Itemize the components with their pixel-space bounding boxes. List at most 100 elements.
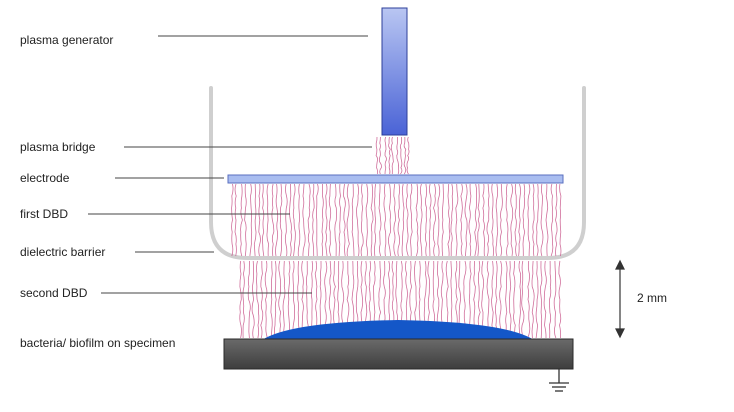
discharge-filament <box>270 260 273 339</box>
discharge-filament <box>540 260 543 339</box>
discharge-filament <box>244 183 247 257</box>
discharge-filament <box>513 260 516 339</box>
discharge-filament <box>397 183 400 257</box>
discharge-filament <box>239 260 242 339</box>
discharge-filament <box>338 183 341 257</box>
discharge-filament <box>474 183 478 257</box>
label-electrode: electrode <box>20 171 70 185</box>
discharge-filament <box>425 183 428 257</box>
discharge-filament <box>258 183 261 257</box>
discharge-filament <box>346 183 350 257</box>
discharge-filament <box>343 183 346 257</box>
discharge-filament <box>527 260 531 339</box>
discharge-filament <box>543 260 547 339</box>
discharge-filament <box>486 183 490 257</box>
discharge-filament <box>535 260 539 339</box>
first-dbd-filaments <box>231 183 562 257</box>
discharge-filament <box>437 183 441 257</box>
discharge-filament <box>555 183 558 257</box>
discharge-filament <box>468 183 472 257</box>
discharge-filament <box>305 260 309 339</box>
discharge-filament <box>356 183 360 257</box>
discharge-filament <box>234 183 237 257</box>
discharge-filament <box>360 183 364 257</box>
discharge-filament <box>508 260 512 339</box>
discharge-filament <box>374 183 377 257</box>
discharge-filament <box>274 260 277 339</box>
plasma-bridge-filaments <box>375 136 410 175</box>
discharge-filament <box>540 183 544 257</box>
label-specimen: bacteria/ biofilm on specimen <box>20 336 175 350</box>
discharge-filament <box>378 183 382 257</box>
discharge-filament <box>432 183 436 257</box>
discharge-filament <box>499 183 503 257</box>
discharge-filament <box>240 183 243 257</box>
discharge-filament <box>264 260 268 339</box>
ground-icon <box>549 369 569 392</box>
discharge-filament <box>441 183 444 257</box>
discharge-filament <box>251 260 255 339</box>
discharge-filament <box>292 183 296 257</box>
gap-arrow <box>615 259 625 339</box>
discharge-filament <box>328 183 332 257</box>
discharge-filament <box>495 260 498 339</box>
discharge-filament <box>545 183 549 257</box>
discharge-filament <box>518 260 522 339</box>
discharge-filament <box>514 183 517 257</box>
label-gap-distance: 2 mm <box>637 291 667 305</box>
label-plasma-bridge: plasma bridge <box>20 140 96 154</box>
discharge-filament <box>405 183 409 257</box>
discharge-filament <box>301 260 304 339</box>
discharge-filament <box>253 183 257 257</box>
label-first-dbd: first DBD <box>20 207 68 221</box>
discharge-filament <box>464 183 468 257</box>
discharge-filament <box>447 183 451 257</box>
discharge-filament <box>247 260 251 339</box>
discharge-filament <box>379 136 382 175</box>
discharge-filament <box>261 183 265 257</box>
discharge-filament <box>390 136 394 175</box>
discharge-filament <box>505 183 509 257</box>
discharge-filament <box>486 260 490 339</box>
discharge-filament <box>527 183 531 257</box>
discharge-filament <box>428 183 432 257</box>
discharge-filament <box>256 260 260 339</box>
discharge-filament <box>491 183 494 257</box>
discharge-filament <box>289 183 292 257</box>
discharge-filament <box>287 260 291 339</box>
discharge-filament <box>558 260 562 339</box>
discharge-filament <box>284 183 288 257</box>
discharge-filament <box>455 183 459 257</box>
discharge-filament <box>351 183 355 257</box>
discharge-filament <box>491 260 494 339</box>
discharge-filament <box>321 183 324 257</box>
discharge-filament <box>415 183 419 257</box>
discharge-filament <box>365 183 369 257</box>
discharge-filament <box>548 260 552 339</box>
label-second-dbd: second DBD <box>20 286 88 300</box>
specimen-plate <box>223 338 574 370</box>
discharge-filament <box>297 183 301 257</box>
discharge-filament <box>510 183 514 257</box>
discharge-filament <box>499 260 503 339</box>
discharge-filament <box>482 183 486 257</box>
discharge-filament <box>279 183 283 257</box>
label-plasma-generator: plasma generator <box>20 33 113 47</box>
plasma-generator-shape <box>381 7 408 136</box>
discharge-filament <box>403 136 407 175</box>
discharge-filament <box>522 183 526 257</box>
discharge-filament <box>310 260 313 339</box>
biofilm-shape <box>262 320 534 340</box>
discharge-filament <box>396 136 400 175</box>
discharge-filament <box>231 183 234 257</box>
discharge-filament <box>325 183 328 257</box>
discharge-filament <box>282 260 286 339</box>
label-dielectric-barrier: dielectric barrier <box>20 245 105 259</box>
discharge-filament <box>518 183 521 257</box>
discharge-filament <box>505 260 508 339</box>
discharge-filament <box>260 260 264 339</box>
discharge-filament <box>278 260 282 339</box>
discharge-filament <box>297 260 300 339</box>
